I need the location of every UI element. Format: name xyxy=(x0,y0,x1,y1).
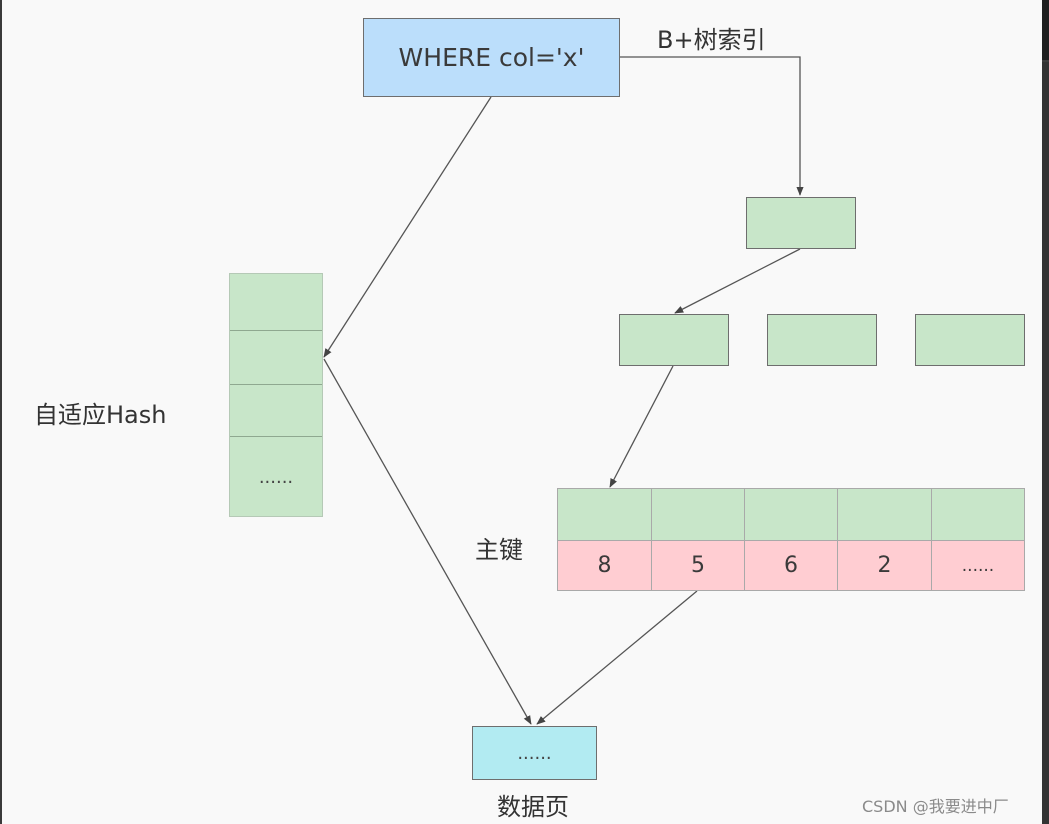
bplus-level2-node xyxy=(767,314,877,366)
adaptive-hash-table: ...... xyxy=(229,273,323,517)
bplus-level2-node xyxy=(915,314,1025,366)
data-page-label: 数据页 xyxy=(497,793,569,821)
leaf-key-cell xyxy=(931,488,1025,541)
query-box: WHERE col='x' xyxy=(363,18,620,97)
leaf-key-cell xyxy=(744,488,838,541)
leaf-value-cell: 6 xyxy=(744,540,838,591)
hash-slot xyxy=(230,385,322,437)
hash-slot: ...... xyxy=(258,466,294,488)
arrow-query-to-bplus-root xyxy=(620,56,804,196)
leaf-value-cell: 8 xyxy=(557,540,652,591)
leaf-page: 8 5 6 2 ...... xyxy=(557,488,1025,591)
leaf-key-cell xyxy=(837,488,932,541)
bplus-index-label: B+树索引 xyxy=(657,26,766,54)
leaf-value-cell: 5 xyxy=(651,540,745,591)
hash-slot xyxy=(230,274,322,331)
leaf-value-cell: ...... xyxy=(931,540,1025,591)
arrow-leaf-to-data-page xyxy=(536,590,698,725)
leaf-key-cell xyxy=(557,488,652,541)
window-edge-left xyxy=(0,0,2,824)
leaf-key-cell xyxy=(651,488,745,541)
arrow-root-to-level2 xyxy=(674,248,801,314)
leaf-value-cell: 2 xyxy=(837,540,932,591)
hash-slot xyxy=(230,331,322,385)
primary-key-label: 主键 xyxy=(475,536,523,564)
data-page-content: ...... xyxy=(517,742,552,764)
window-edge-right xyxy=(1042,0,1049,824)
query-text: WHERE col='x' xyxy=(398,43,585,72)
bplus-level2-node xyxy=(619,314,729,366)
adaptive-hash-label: 自适应Hash xyxy=(34,401,167,429)
arrow-level2-to-leaf xyxy=(609,365,674,488)
data-page-box: ...... xyxy=(472,726,597,780)
arrow-query-to-hash xyxy=(323,96,492,358)
bplus-root-node xyxy=(746,197,856,249)
watermark: CSDN @我要进中厂 xyxy=(862,797,1009,816)
